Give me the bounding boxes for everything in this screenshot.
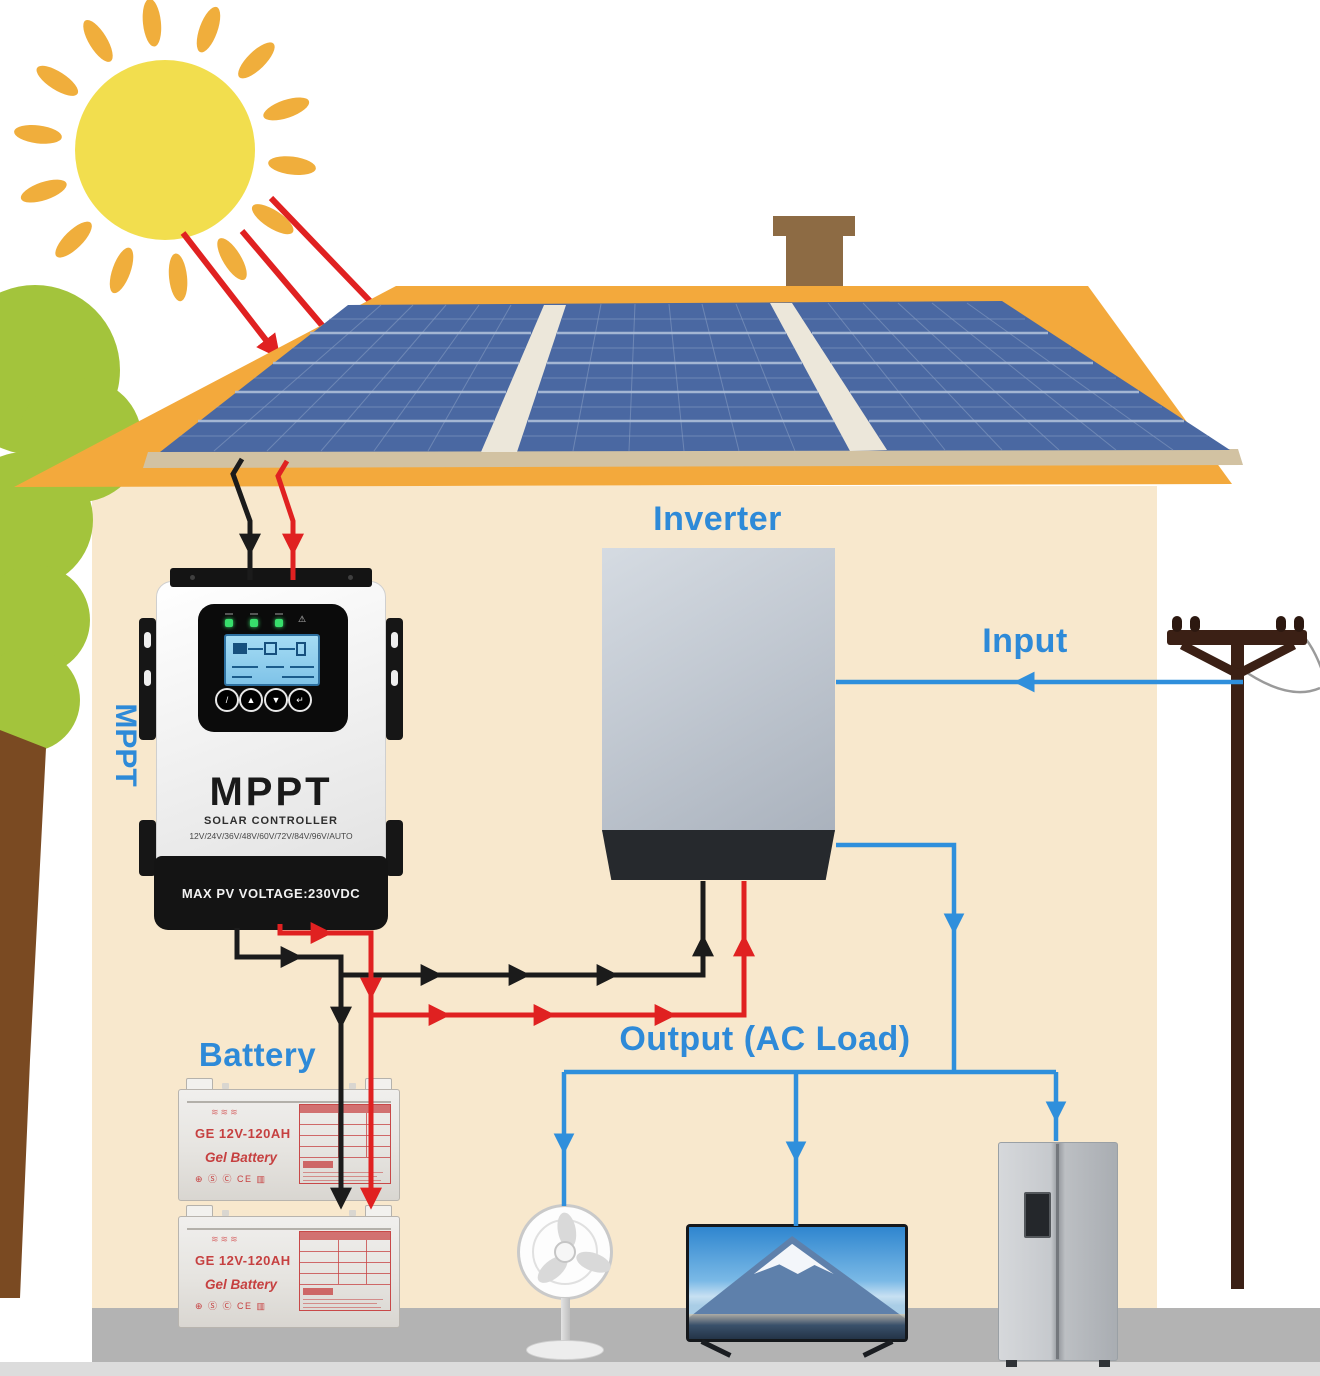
grid-wire	[1304, 637, 1320, 669]
battery-model: GE 12V-120AH	[195, 1126, 291, 1141]
ground-edge-strip	[0, 1362, 1320, 1376]
electric-fan	[515, 1204, 615, 1362]
lcd-display	[224, 634, 320, 686]
controller-icon	[264, 642, 277, 655]
sun-icon	[14, 0, 316, 302]
alarm-icon: ⚠	[298, 614, 307, 624]
tv-bezel	[686, 1224, 908, 1342]
tree	[0, 285, 142, 1298]
fan-stand	[561, 1298, 570, 1346]
certification-marks: ⊕ Ⓢ Ⓒ CE ▥	[195, 1301, 267, 1311]
tv-leg	[862, 1339, 894, 1358]
lake-foreground	[689, 1314, 905, 1339]
controller-bottom-band: MAX PV VOLTAGE:230VDC	[154, 856, 388, 930]
battery-logo: ≋≋≋	[211, 1107, 240, 1117]
battery-case: ≋≋≋ GE 12V-120AH Gel Battery ⊕ Ⓢ Ⓒ CE ▥	[178, 1216, 400, 1328]
input-label: Input	[982, 622, 1068, 660]
tree-trunk	[0, 730, 46, 1298]
inverter-body	[602, 548, 835, 832]
controller-subtitle: SOLAR CONTROLLER	[204, 815, 338, 827]
status-led	[275, 619, 283, 627]
controller-front-panel: ⚠ / ▲ ▼ ↵	[198, 604, 348, 732]
enter-button[interactable]: ↵	[288, 688, 312, 712]
inverter-label: Inverter	[653, 500, 782, 538]
fridge-foot	[1006, 1360, 1017, 1367]
status-led	[225, 619, 233, 627]
controller-title: MPPT	[209, 770, 333, 814]
mount-tab	[139, 820, 156, 876]
utility-pole	[1167, 616, 1320, 1289]
battery-chemistry: Gel Battery	[205, 1277, 278, 1292]
max-pv-voltage-text: MAX PV VOLTAGE:230VDC	[181, 886, 361, 901]
fan-base	[526, 1340, 604, 1360]
tv-screen	[689, 1227, 905, 1339]
tv-leg	[700, 1339, 732, 1358]
menu-button[interactable]: /	[215, 688, 239, 712]
controller-top-bracket	[170, 568, 372, 587]
output-ac-load-label: Output (AC Load)	[619, 1020, 911, 1058]
battery-unit-2: ≋≋≋ GE 12V-120AH Gel Battery ⊕ Ⓢ Ⓒ CE ▥	[178, 1204, 400, 1330]
battery-icon	[296, 642, 306, 656]
chimney	[773, 216, 855, 290]
status-led	[250, 619, 258, 627]
mount-tab	[386, 618, 403, 740]
fan-cage	[517, 1204, 614, 1300]
battery-case: ≋≋≋ GE 12V-120AH Gel Battery ⊕ Ⓢ Ⓒ CE ▥	[178, 1089, 400, 1201]
grid-wire	[1239, 666, 1320, 694]
battery-logo: ≋≋≋	[211, 1234, 240, 1244]
sun-rays	[14, 0, 316, 302]
pv-panel-icon	[233, 643, 247, 654]
battery-spec-table	[299, 1104, 391, 1184]
mount-tab	[139, 618, 156, 740]
controller-voltage-options: 12V/24V/36V/48V/60V/72V/84V/96V/AUTO	[189, 831, 353, 841]
inverter-unit	[602, 548, 835, 880]
battery-unit-1: ≋≋≋ GE 12V-120AH Gel Battery ⊕ Ⓢ Ⓒ CE ▥	[178, 1077, 400, 1203]
fan-hub	[554, 1241, 576, 1263]
certification-marks: ⊕ Ⓢ Ⓒ CE ▥	[195, 1174, 267, 1184]
battery-spec-table	[299, 1231, 391, 1311]
television	[686, 1224, 908, 1360]
battery-chemistry: Gel Battery	[205, 1150, 278, 1165]
fridge-foot	[1099, 1360, 1110, 1367]
mount-tab	[386, 820, 403, 876]
up-button[interactable]: ▲	[239, 688, 263, 712]
refrigerator	[998, 1142, 1118, 1367]
battery-model: GE 12V-120AH	[195, 1253, 291, 1268]
fridge-dispenser	[1024, 1192, 1051, 1238]
fridge-door-divider	[1056, 1144, 1059, 1359]
battery-label: Battery	[198, 1036, 317, 1073]
mppt-charge-controller: ⚠ / ▲ ▼ ↵ MPPT SOLAR CONTROLLER 12V/24V/…	[139, 568, 403, 930]
inverter-base	[602, 830, 835, 880]
down-button[interactable]: ▼	[264, 688, 288, 712]
solar-panels	[143, 301, 1243, 468]
mppt-side-label: MPPT	[109, 703, 142, 787]
